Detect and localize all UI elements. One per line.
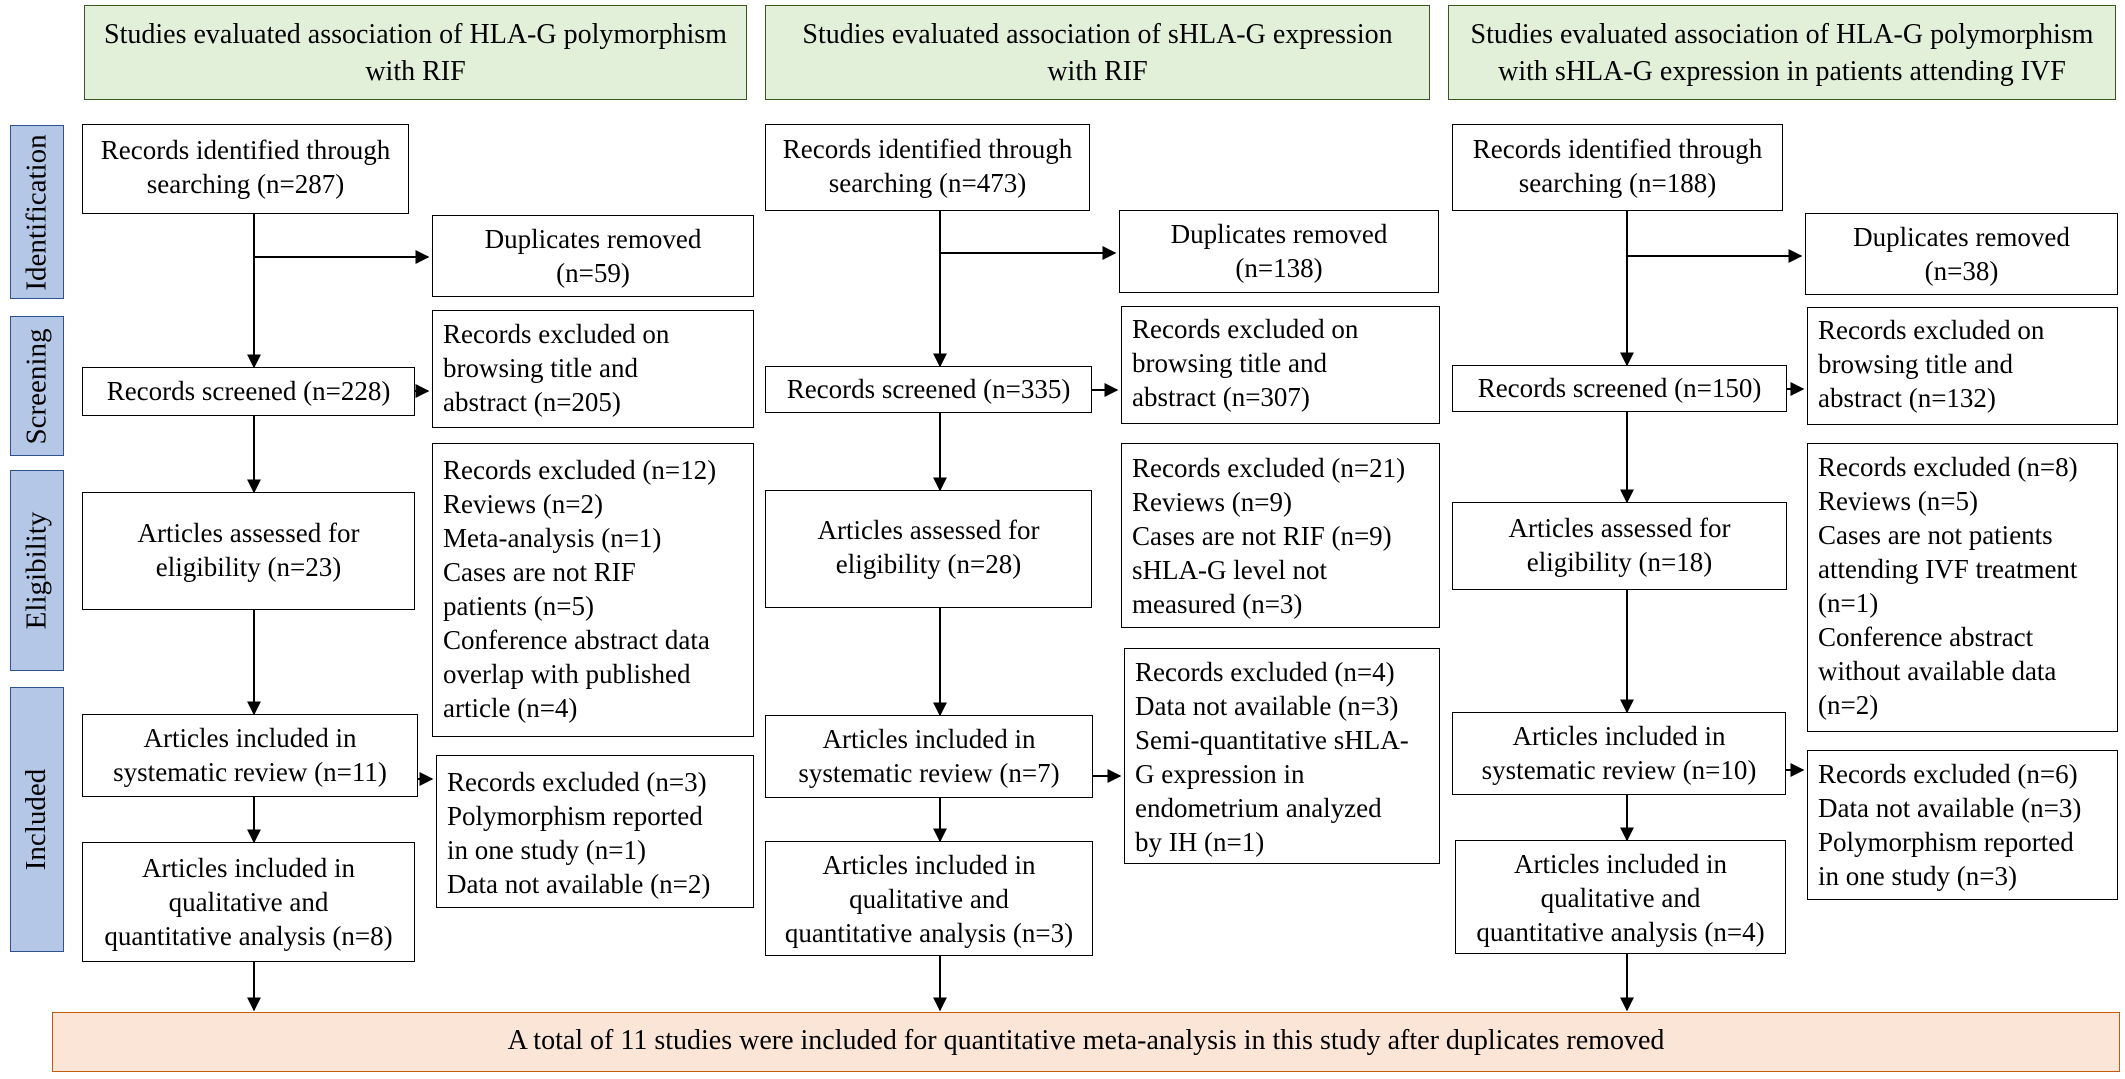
c3-eligibility-excluded: Records excluded (n=8) Reviews (n=5) Cas… <box>1807 443 2118 732</box>
c2-records-identified: Records identified through searching (n=… <box>765 124 1090 211</box>
c2-articles-included: Articles included in systematic review (… <box>765 715 1093 798</box>
stage-screening: Screening <box>10 316 64 456</box>
c2-duplicates-removed: Duplicates removed (n=138) <box>1119 210 1439 293</box>
c3-records-screened: Records screened (n=150) <box>1452 365 1787 412</box>
c1-articles-assessed: Articles assessed for eligibility (n=23) <box>82 492 415 610</box>
c1-eligibility-excluded: Records excluded (n=12) Reviews (n=2) Me… <box>432 443 754 737</box>
c2-screen-excluded: Records excluded on browsing title and a… <box>1121 306 1440 424</box>
column-header-2: Studies evaluated association of sHLA-G … <box>765 5 1430 100</box>
stage-identification: Identification <box>10 125 64 299</box>
c1-duplicates-removed: Duplicates removed (n=59) <box>432 215 754 297</box>
c3-duplicates-removed: Duplicates removed (n=38) <box>1805 213 2118 295</box>
c2-articles-assessed: Articles assessed for eligibility (n=28) <box>765 490 1092 608</box>
stage-included: Included <box>10 687 64 952</box>
summary-box: A total of 11 studies were included for … <box>52 1012 2120 1072</box>
c3-articles-included: Articles included in systematic review (… <box>1452 712 1786 795</box>
c1-articles-included: Articles included in systematic review (… <box>82 714 418 797</box>
column-header-1: Studies evaluated association of HLA-G p… <box>84 5 747 100</box>
c1-final-analysis: Articles included in qualitative and qua… <box>82 842 415 962</box>
stage-identification-label: Identification <box>20 133 53 291</box>
stage-included-label: Included <box>20 768 53 871</box>
column-header-3: Studies evaluated association of HLA-G p… <box>1448 5 2116 100</box>
c1-records-screened: Records screened (n=228) <box>82 367 415 416</box>
c2-records-screened: Records screened (n=335) <box>765 366 1092 413</box>
c2-included-excluded: Records excluded (n=4) Data not availabl… <box>1124 648 1440 864</box>
c3-records-identified: Records identified through searching (n=… <box>1452 124 1783 211</box>
c3-final-analysis: Articles included in qualitative and qua… <box>1455 840 1786 954</box>
stage-eligibility-label: Eligibility <box>20 511 53 630</box>
c3-articles-assessed: Articles assessed for eligibility (n=18) <box>1452 502 1787 590</box>
c1-screen-excluded: Records excluded on browsing title and a… <box>432 310 754 428</box>
c3-screen-excluded: Records excluded on browsing title and a… <box>1807 307 2118 425</box>
c1-records-identified: Records identified through searching (n=… <box>82 124 409 214</box>
c3-included-excluded: Records excluded (n=6) Data not availabl… <box>1807 750 2118 900</box>
c2-eligibility-excluded: Records excluded (n=21) Reviews (n=9) Ca… <box>1121 443 1440 628</box>
stage-eligibility: Eligibility <box>10 470 64 671</box>
c1-included-excluded: Records excluded (n=3) Polymorphism repo… <box>436 755 754 908</box>
c2-final-analysis: Articles included in qualitative and qua… <box>765 841 1093 956</box>
stage-screening-label: Screening <box>20 328 53 444</box>
